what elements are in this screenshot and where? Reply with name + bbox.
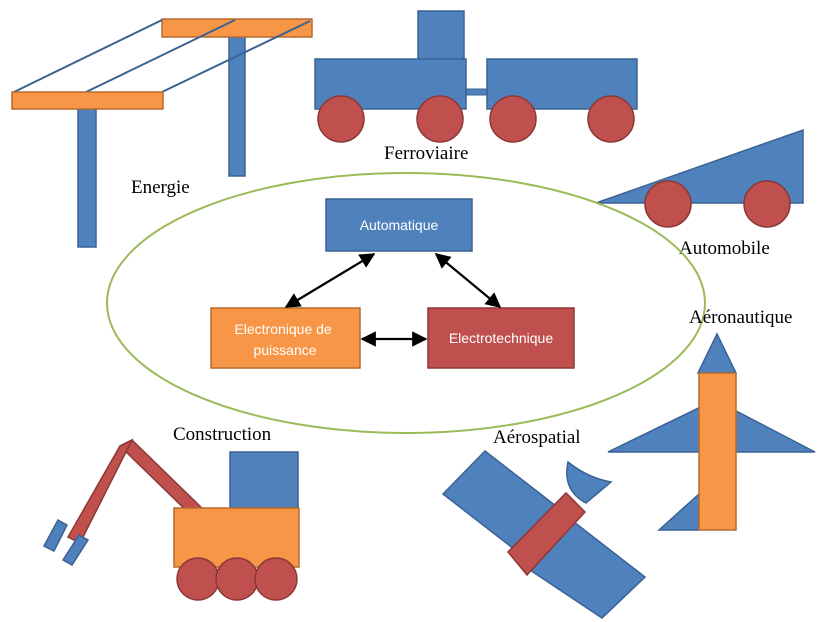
solar-beam-back: [161, 18, 313, 38]
car-body: [595, 128, 804, 204]
arrow-automatique-electrotechnique: [434, 253, 502, 308]
electronique-label-line2: puissance: [253, 342, 316, 358]
excavator-wheel: [176, 557, 220, 601]
energie-illustration: [11, 18, 313, 248]
excavator-body: [173, 507, 300, 568]
ferroviaire-illustration: [314, 10, 638, 143]
electronique-box: [210, 307, 361, 369]
solar-rail: [161, 20, 311, 93]
satellite-dish: [566, 460, 613, 504]
aeronautique-illustration: [607, 332, 816, 531]
electronique-label-line1: Electronique de: [234, 321, 332, 337]
aeronautique-label: Aéronautique: [689, 307, 792, 328]
excavator-cab: [229, 451, 299, 509]
automatique-box: [325, 198, 473, 252]
train-wheel: [317, 95, 365, 143]
plane-tail: [657, 492, 700, 531]
solar-pole-left: [77, 104, 97, 248]
energie-label: Energie: [131, 177, 190, 198]
train-cab: [417, 10, 465, 61]
ferroviaire-label: Ferroviaire: [384, 143, 468, 164]
electronique-label: Electronique de puissance: [234, 321, 335, 358]
excavator-bucket-tooth: [42, 518, 68, 553]
solar-rail: [13, 19, 163, 93]
aerospatial-label: Aérospatial: [493, 427, 581, 448]
satellite-body: [506, 491, 587, 577]
train-coupling: [463, 88, 490, 96]
plane-fuselage: [698, 372, 737, 531]
excavator-arm-lower: [66, 438, 134, 545]
excavator-bucket-tooth: [61, 534, 90, 566]
automobile-label: Automobile: [679, 238, 770, 259]
car-wheel: [743, 180, 791, 228]
solar-rail: [85, 19, 236, 93]
automatique-label: Automatique: [360, 217, 439, 233]
train-wheel: [587, 95, 635, 143]
core-ellipse: [106, 172, 706, 434]
plane-nose: [696, 332, 738, 374]
car-wheel: [644, 180, 692, 228]
automobile-illustration: [595, 128, 804, 228]
solar-beam-front: [11, 91, 164, 110]
train-wheel: [416, 95, 464, 143]
excavator-wheel: [215, 557, 259, 601]
construction-illustration: [42, 438, 300, 601]
aerospatial-illustration: [441, 449, 647, 619]
train-wheel: [489, 95, 537, 143]
arrow-automatique-electronique: [284, 253, 376, 308]
electrotechnique-box: [427, 307, 575, 369]
electrotechnique-label: Electrotechnique: [449, 330, 554, 346]
excavator-wheel: [254, 557, 298, 601]
construction-label: Construction: [173, 424, 272, 445]
